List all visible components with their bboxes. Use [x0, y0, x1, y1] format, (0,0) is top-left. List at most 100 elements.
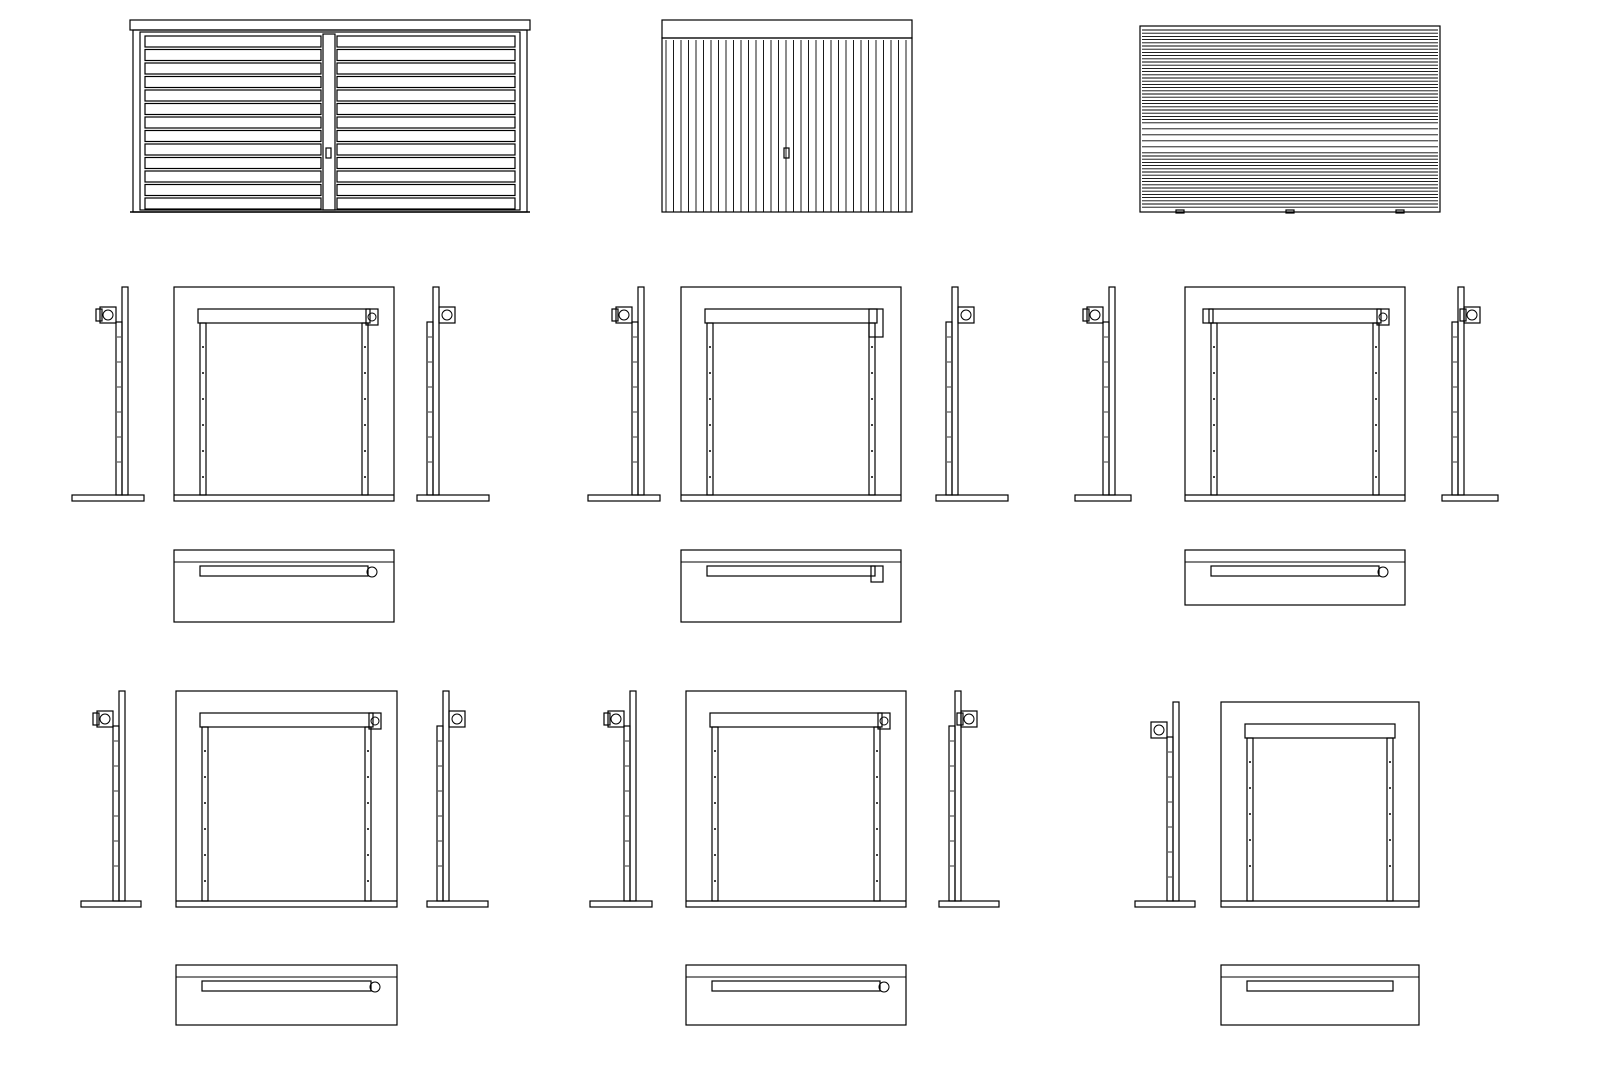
door-frame: [661, 37, 913, 213]
motor-block: [1082, 308, 1090, 322]
control-box: [868, 308, 884, 338]
guide-rail: [426, 321, 434, 496]
panel-right: [336, 89, 516, 102]
guide-rail: [631, 321, 639, 496]
panel-right: [336, 116, 516, 129]
panel-right: [336, 143, 516, 156]
drum-housing: [960, 710, 978, 728]
bottom-stop: [1395, 209, 1405, 214]
guide-rail: [623, 725, 631, 902]
drum-axle: [610, 713, 622, 725]
base-plate: [589, 900, 653, 908]
drum-axle: [102, 309, 114, 321]
plan-outline: [685, 964, 907, 1026]
center-mullion: [322, 33, 336, 211]
drum-housing: [957, 306, 975, 324]
drum-axle: [99, 713, 111, 725]
wall-post: [951, 286, 959, 496]
motor-gear: [879, 716, 889, 726]
base-plate: [1134, 900, 1196, 908]
motor-unit: [877, 712, 891, 730]
plan-roller: [711, 980, 881, 992]
right-guide: [868, 322, 876, 496]
panel-left: [144, 170, 322, 183]
panel-left: [144, 35, 322, 48]
panel-right: [336, 75, 516, 89]
detail-set-1: [71, 286, 490, 623]
panel-right: [336, 156, 516, 170]
left-guide: [199, 322, 207, 496]
wall-post: [442, 690, 450, 902]
plan-roller: [1210, 565, 1380, 577]
drum-housing: [615, 306, 633, 324]
left-guide: [706, 322, 714, 496]
opening-frame: [1220, 701, 1420, 908]
panel-right: [336, 48, 516, 62]
detail-set-3: [1074, 286, 1499, 606]
panel-left: [144, 116, 322, 129]
lintel: [129, 19, 531, 31]
base-plate: [587, 494, 661, 502]
motor-unit-left: [1202, 308, 1214, 324]
detail-set-5: [589, 690, 1000, 1026]
motor-unit: [368, 712, 382, 730]
door-handle: [325, 147, 332, 159]
motor-gear: [367, 312, 377, 322]
guide-rail: [1102, 321, 1110, 496]
plan-roller: [1246, 980, 1394, 992]
detail-set-6: [1134, 701, 1420, 1026]
motor-unit: [365, 308, 379, 326]
panel-left: [144, 197, 322, 210]
base-plate: [426, 900, 489, 908]
wall-post: [954, 690, 962, 902]
base-plate: [1441, 494, 1499, 502]
panel-right: [336, 62, 516, 75]
guide-rail: [1166, 736, 1174, 902]
plan-outline: [1184, 549, 1406, 606]
wall-post: [1457, 286, 1465, 496]
motor-block: [611, 308, 619, 322]
panel-right: [336, 102, 516, 116]
base-plate: [1074, 494, 1132, 502]
drum-housing: [99, 306, 117, 324]
drum-housing: [96, 710, 114, 728]
wall-post: [637, 286, 645, 496]
base-plate: [935, 494, 1009, 502]
motor-block: [1459, 308, 1467, 322]
opening-frame: [685, 690, 907, 908]
right-guide: [1386, 737, 1394, 902]
roller-box: [704, 308, 878, 324]
drum-axle: [451, 713, 463, 725]
roller-box: [199, 712, 374, 728]
wall-post: [1172, 701, 1180, 902]
door-handle: [783, 147, 790, 159]
motor-unit: [1376, 308, 1390, 326]
roller-box: [1244, 723, 1396, 739]
drum-axle: [1153, 724, 1165, 736]
motor-gear: [1378, 312, 1388, 322]
drum-axle: [441, 309, 453, 321]
opening-frame: [680, 286, 902, 502]
panel-left: [144, 183, 322, 197]
opening-frame: [175, 690, 398, 908]
plan-outline: [680, 549, 902, 623]
motor-block: [95, 308, 103, 322]
wall-post: [629, 690, 637, 902]
guide-rail: [115, 321, 123, 496]
drum-axle: [963, 713, 975, 725]
panel-left: [144, 102, 322, 116]
base-plate: [80, 900, 142, 908]
base-plate: [416, 494, 490, 502]
panel-left: [144, 129, 322, 143]
motor-block: [603, 712, 611, 726]
panel-right: [336, 183, 516, 197]
base-plate: [71, 494, 145, 502]
door-leaf-outline: [139, 31, 521, 211]
base-plate: [938, 900, 1000, 908]
plan-motor: [878, 981, 890, 993]
panel-right: [336, 197, 516, 210]
opening-frame: [1184, 286, 1406, 502]
lintel: [661, 19, 913, 39]
